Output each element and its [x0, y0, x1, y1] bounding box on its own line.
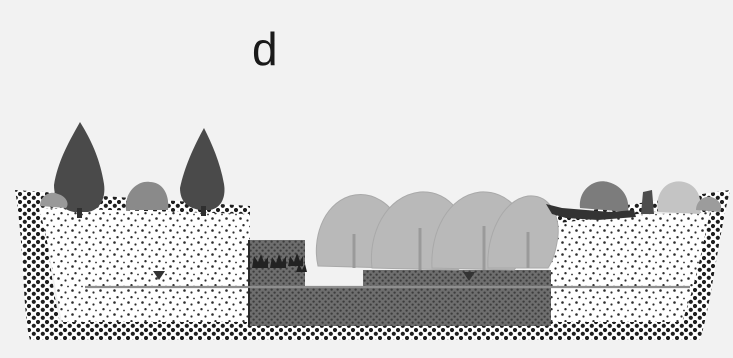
tree-stump: [641, 190, 654, 214]
left-bank-soil: [38, 205, 250, 322]
shrub: [580, 181, 629, 212]
right-bank-soil: [550, 212, 710, 322]
panel-label: d: [252, 26, 278, 72]
shrub: [126, 182, 168, 210]
shrub: [657, 181, 700, 214]
conifer-tree: [180, 128, 224, 216]
